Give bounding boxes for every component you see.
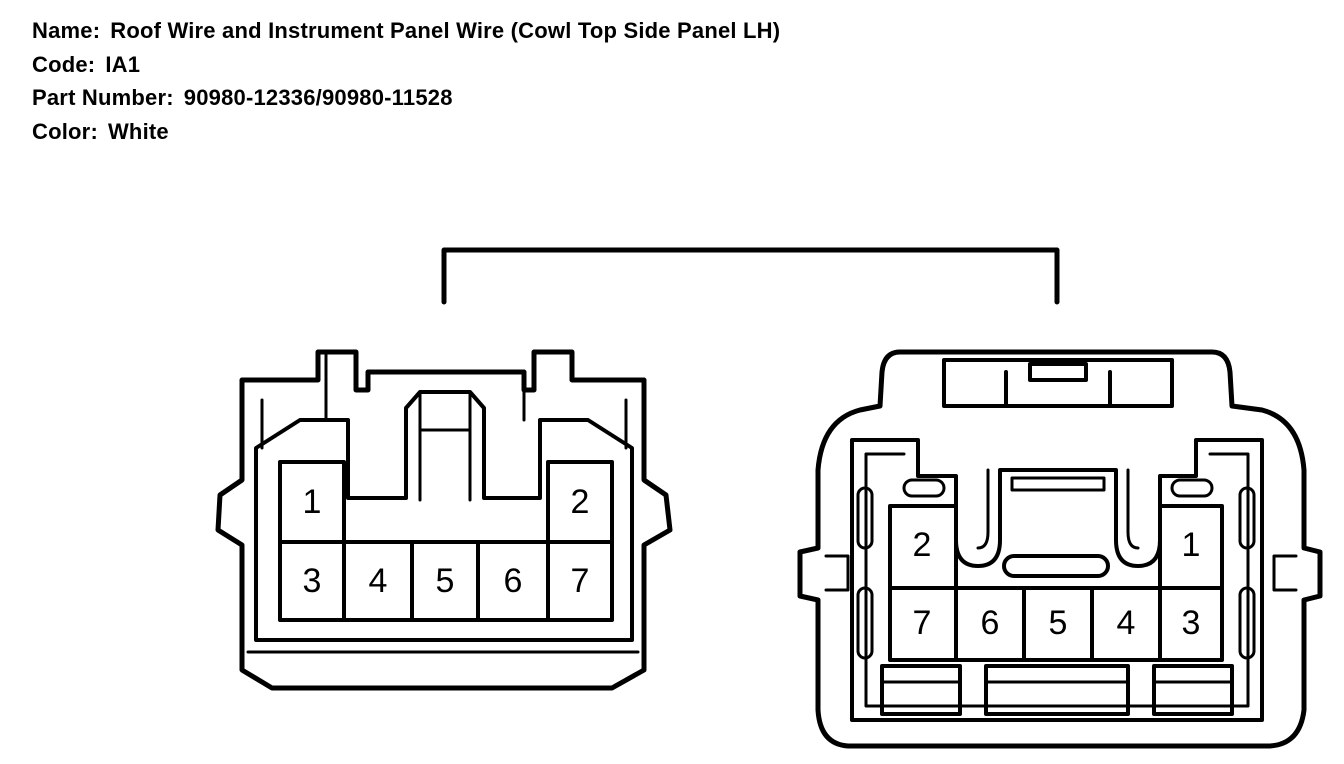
left-pin-label: 7 [571, 562, 590, 600]
right-connector-ear [824, 554, 1298, 592]
connector-info: Name: Roof Wire and Instrument Panel Wire… [32, 14, 780, 148]
right-connector-side-slot [1238, 486, 1256, 550]
right-pin-label: 6 [981, 604, 1000, 642]
code-label: Code: [32, 51, 96, 77]
code-value: IA1 [105, 51, 141, 77]
right-connector-side-slot [856, 586, 874, 660]
left-pin-label: 6 [504, 562, 523, 600]
left-connector-housing [215, 349, 673, 691]
right-connector-inner-lip [864, 452, 1250, 708]
right-pin-label: 4 [1117, 604, 1136, 642]
left-pin-cell [546, 540, 614, 622]
code-row: Code: IA1 [32, 48, 780, 82]
right-connector-bottom-boss [1152, 664, 1234, 716]
right-connector-housing [797, 349, 1323, 749]
right-connector: 2 1 7 6 5 4 3 [797, 349, 1323, 749]
right-pin-label: 5 [1049, 604, 1068, 642]
left-pin-label: 3 [303, 562, 322, 600]
color-label: Color: [32, 118, 98, 144]
left-pin-label: 4 [369, 562, 388, 600]
name-row: Name: Roof Wire and Instrument Panel Wire… [32, 14, 780, 48]
mating-bracket [441, 247, 1060, 305]
right-connector-bottom-boss [984, 664, 1130, 716]
left-connector-side-rails [260, 350, 628, 450]
right-pin-label: 1 [1182, 526, 1201, 564]
left-connector-inner [254, 390, 634, 642]
right-connector-side-slot [902, 478, 946, 498]
right-connector-side-slot [1238, 586, 1256, 660]
right-pin-label: 3 [1182, 604, 1201, 642]
right-connector-bottom-boss [880, 664, 962, 716]
right-connector-latch [976, 468, 1140, 550]
left-pin-label: 2 [571, 483, 590, 521]
right-connector-top-tab [942, 358, 1174, 408]
right-connector-slot [1002, 554, 1110, 578]
right-pin-label: 2 [913, 526, 932, 564]
part-number-label: Part Number: [32, 85, 174, 110]
right-connector-inner [850, 438, 1264, 722]
name-label: Name: [32, 18, 101, 43]
right-pin-cell [1158, 586, 1224, 662]
left-connector: 1 2 3 4 5 6 7 [215, 349, 673, 691]
color-value: White [107, 118, 169, 144]
part-number-row: Part Number: 90980-12336/90980-11528 [32, 81, 780, 115]
left-connector-latch [418, 390, 472, 502]
color-row: Color: White [32, 115, 780, 149]
right-pin-label: 7 [913, 604, 932, 642]
right-connector-side-slot [1170, 478, 1214, 498]
part-number-value: 90980-12336/90980-11528 [183, 85, 453, 110]
right-connector-side-slot [856, 486, 874, 550]
left-pin-label: 5 [436, 562, 455, 600]
name-value: Roof Wire and Instrument Panel Wire (Cow… [110, 18, 781, 43]
left-pin-label: 1 [303, 483, 322, 521]
